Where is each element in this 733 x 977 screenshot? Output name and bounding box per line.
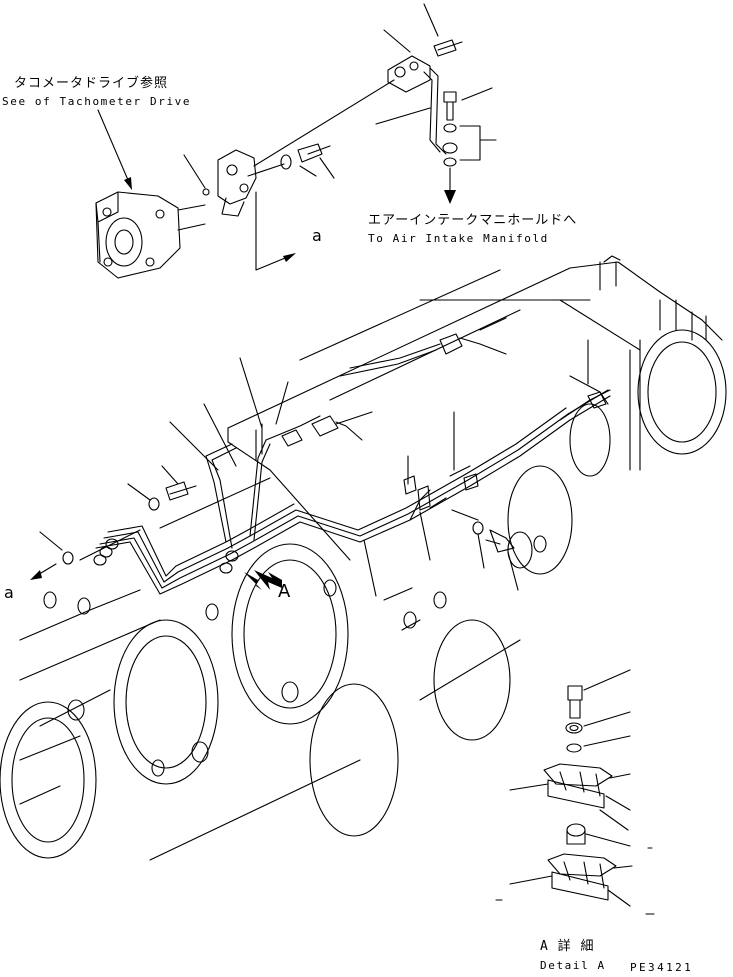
- intake-label-jp: エアーインテークマニホールドへ: [368, 213, 578, 228]
- tachometer-label-en: See of Tachometer Drive: [2, 95, 192, 108]
- tube-fittings: [255, 333, 607, 511]
- view-a-label: A: [278, 581, 291, 602]
- left-fasteners: [30, 357, 289, 580]
- clamp-bolt: [280, 143, 335, 179]
- intake-label-en: To Air Intake Manifold: [368, 232, 549, 245]
- ref-a-top: a: [312, 226, 322, 245]
- detail-a-label-en: Detail A: [540, 959, 606, 972]
- right-bolt: [419, 497, 519, 591]
- tachometer-label-jp: タコメータドライブ参照: [14, 76, 169, 91]
- block-leaders: [335, 317, 589, 597]
- leader-tacho: [97, 109, 132, 190]
- detail-a: [495, 669, 655, 915]
- top-cable-assembly: [375, 3, 497, 204]
- tube-harness: [93, 343, 611, 595]
- view-arrow-icon: [244, 570, 282, 590]
- ref-a-left: a: [4, 583, 14, 602]
- detail-a-label-jp: A 詳 細: [540, 939, 595, 954]
- cable-adaptor: [183, 79, 395, 271]
- engine-block: [0, 255, 727, 861]
- tachometer-drive-housing: [95, 191, 206, 279]
- figure-code: PE34121: [630, 961, 694, 974]
